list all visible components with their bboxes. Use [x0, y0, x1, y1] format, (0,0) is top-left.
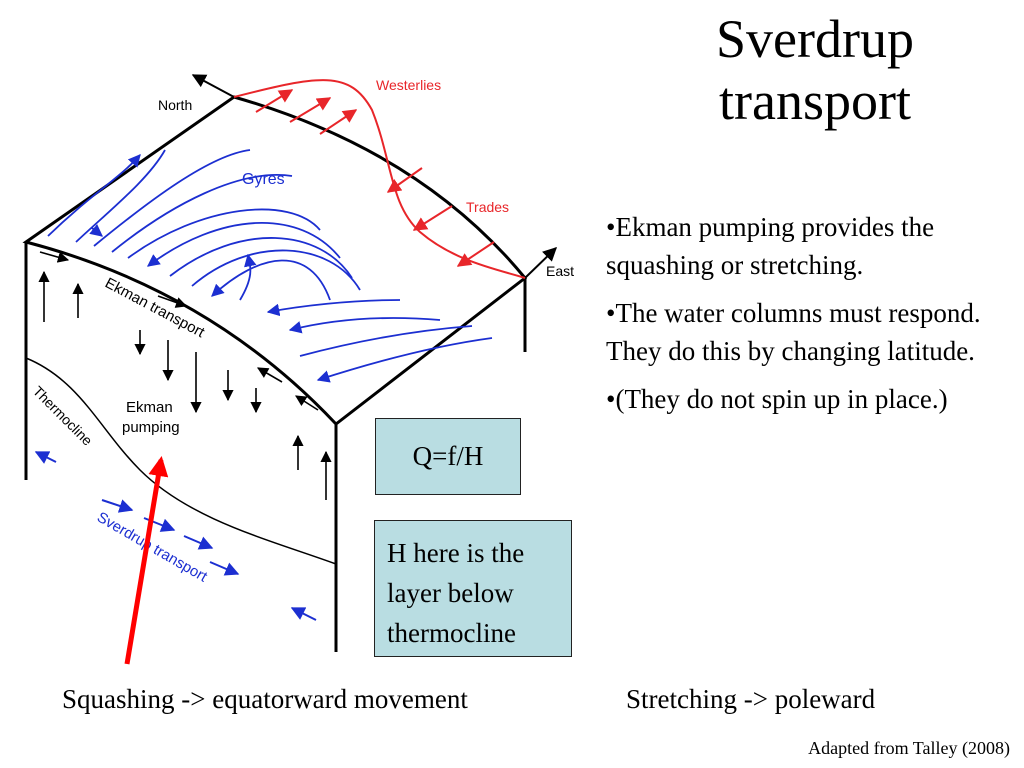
westerly-arrows [255, 89, 358, 135]
upward-pumping-red-arrow [124, 456, 169, 665]
east-label: East [546, 263, 574, 279]
thermocline-line [25, 357, 337, 565]
east-axis-arrow [524, 247, 558, 279]
sverdrup-transport-arrows [34, 451, 317, 621]
westerlies-label: Westerlies [376, 77, 441, 93]
trade-wind-arrows [386, 167, 495, 267]
caption-squashing: Squashing -> equatorward movement [62, 684, 468, 714]
ekman-transport-arrows [39, 251, 319, 411]
bullet-item: •Ekman pumping provides the squashing or… [606, 212, 935, 280]
equation-box: Q=f/H [375, 418, 521, 495]
gyres-label: Gyres [242, 171, 285, 188]
bullet-item: •(They do not spin up in place.) [606, 384, 948, 414]
block-outline [22, 95, 528, 652]
trades-label: Trades [466, 199, 509, 215]
gyre-streamlines [47, 149, 493, 383]
slide-title: Sverdrup transport [716, 9, 914, 131]
ekman-pumping-arrows [38, 270, 332, 500]
gyre-flow-arrow [89, 223, 103, 237]
thermocline-label: Thermocline [30, 383, 96, 449]
north-axis-arrow [191, 74, 235, 98]
ekman-pumping-label-line2: pumping [122, 419, 180, 436]
note-box: H here is the layer below thermocline [374, 520, 572, 657]
caption-stretching: Stretching -> poleward [626, 684, 876, 714]
bullet-item: •The water columns must respond. They do… [606, 298, 981, 366]
north-label: North [158, 97, 192, 113]
bullet-list: •Ekman pumping provides the squashing or… [606, 208, 986, 428]
source-credit: Adapted from Talley (2008) [808, 738, 1010, 758]
ekman-pumping-label-line1: Ekman [126, 399, 173, 416]
